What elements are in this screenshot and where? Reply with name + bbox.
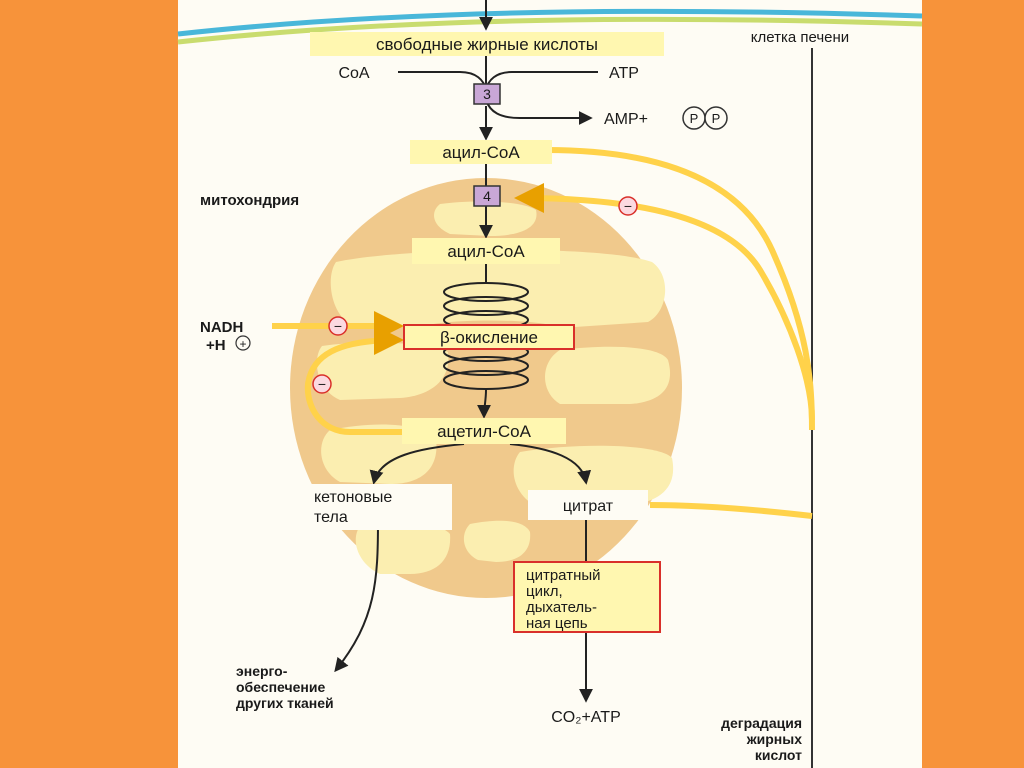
inhibition-marker-enzyme-4: − bbox=[618, 196, 638, 216]
amp-label: AMP+ bbox=[604, 111, 648, 128]
mito-acyl-coa-highlight bbox=[412, 238, 560, 264]
beta-oxidation-label: β-окисление bbox=[440, 328, 538, 347]
enzyme-3-box bbox=[473, 83, 501, 105]
acetyl-coa-label: ацетил-CoA bbox=[437, 422, 531, 441]
citrate-highlight bbox=[528, 490, 648, 520]
degradation-line2: жирных bbox=[746, 731, 802, 747]
ketone-bodies-line2: тела bbox=[314, 509, 348, 526]
free-fatty-acids-highlight bbox=[310, 32, 664, 56]
ketone-bodies-highlight bbox=[304, 484, 452, 530]
citric-cycle-line3: дыхатель- bbox=[526, 599, 597, 616]
citric-cycle-box bbox=[513, 561, 661, 633]
citric-cycle-line1: цитратный bbox=[526, 567, 601, 584]
phosphate-label-2: P bbox=[712, 111, 721, 126]
coa-label: CoA bbox=[338, 65, 369, 82]
ketone-bodies-line1: кетоновые bbox=[314, 489, 392, 506]
cytosol-acyl-coa-highlight bbox=[410, 140, 552, 164]
phosphate-circle-2 bbox=[704, 106, 728, 130]
enzyme-4-box bbox=[473, 185, 501, 207]
acetyl-coa-highlight bbox=[402, 418, 566, 444]
inhibition-marker-acetyl-coa: − bbox=[312, 374, 332, 394]
beta-oxidation-box bbox=[403, 324, 575, 350]
nadh-label: NADH bbox=[200, 319, 243, 336]
mitochondrion-label: митохондрия bbox=[200, 192, 299, 209]
acetyl-coa-to-citrate-arrow bbox=[509, 443, 592, 485]
h-plus-sign: + bbox=[239, 337, 246, 351]
h-plus-label: +H bbox=[206, 337, 226, 354]
h-plus-circle bbox=[235, 335, 251, 351]
citric-cycle-line2: цикл, bbox=[526, 583, 563, 600]
mito-acyl-coa-label: ацил-CoA bbox=[447, 242, 525, 261]
degradation-line1: деградация bbox=[721, 715, 802, 731]
svg-text:−: − bbox=[334, 318, 342, 334]
enzyme-3-label: 3 bbox=[483, 86, 491, 102]
cell-membrane-blue bbox=[177, 8, 923, 37]
liver-cell-label: клетка печени bbox=[751, 29, 849, 46]
citrate-export-tube bbox=[649, 502, 813, 519]
citrate-label: цитрат bbox=[563, 498, 614, 515]
energy-supply-line1: энерго- bbox=[236, 663, 288, 679]
ketone-to-energy-arrow bbox=[334, 519, 379, 673]
svg-text:−: − bbox=[624, 198, 632, 214]
inhibition-marker-nadh: − bbox=[328, 316, 348, 336]
degradation-line3: кислот bbox=[755, 747, 802, 763]
energy-supply-line2: обеспечение bbox=[236, 679, 325, 695]
enzyme-4-inhibition-tube bbox=[514, 183, 815, 421]
co2-atp-label: CO₂+ATP bbox=[551, 709, 620, 726]
cell-membrane-green bbox=[177, 16, 923, 45]
citric-cycle-line4: ная цепь bbox=[526, 615, 588, 632]
energy-supply-line3: других тканей bbox=[236, 695, 334, 711]
acyl-coa-feedback-tube bbox=[545, 147, 815, 431]
phosphate-label-1: P bbox=[690, 111, 699, 126]
spiral-to-acetyl-coa-arrow bbox=[477, 389, 492, 419]
atp-label: ATP bbox=[609, 65, 639, 82]
acetyl-coa-feedback-tube bbox=[304, 325, 406, 435]
cytosol-acyl-coa-label: ацил-CoA bbox=[442, 143, 520, 162]
acetyl-coa-to-ketone-arrow bbox=[369, 443, 465, 485]
free-fatty-acids-label: свободные жирные кислоты bbox=[376, 35, 598, 54]
enzyme-4-label: 4 bbox=[483, 188, 491, 204]
svg-text:−: − bbox=[318, 376, 326, 392]
